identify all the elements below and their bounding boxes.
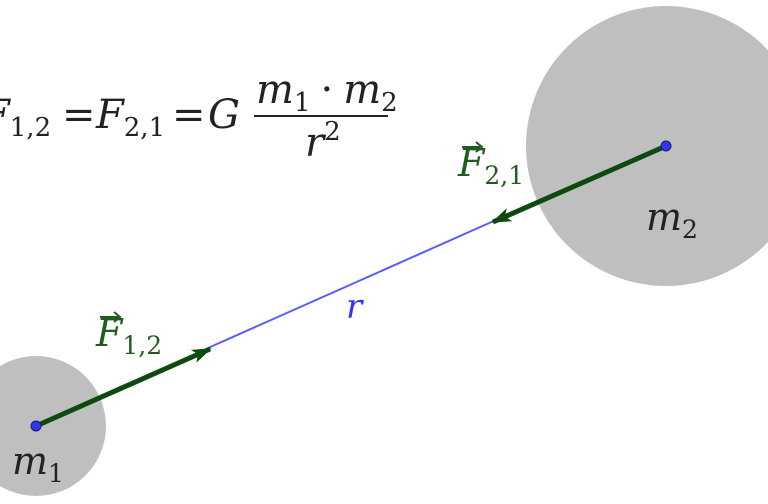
svg-text:F1,2: F1,2 [0, 92, 51, 143]
formula-numerator-m2-sub: 2 [381, 88, 398, 118]
svg-text:F2,1: F2,1 [95, 92, 165, 143]
formula-dot: · [320, 67, 333, 113]
gravitation-formula: F1,2 = F2,1 = G m1·m2 r2 [0, 67, 398, 166]
formula-numerator-m2: m [343, 67, 381, 113]
mass-label-1: m1 [12, 439, 64, 488]
mass-body-2 [526, 6, 768, 286]
mass-label-1-subscript: 1 [48, 459, 64, 488]
mass-center-point-1 [30, 420, 42, 432]
force-label-2-1: F2,1 [457, 141, 524, 190]
svg-text:m1·m2: m1·m2 [256, 67, 398, 118]
formula-numerator-m1: m [256, 67, 294, 113]
formula-equals-sign-2: = [172, 92, 206, 138]
formula-numerator-m1-sub: 1 [294, 88, 311, 118]
mass-label-1-symbol: m [12, 439, 48, 483]
force-label-1-2-subscript: 1,2 [122, 331, 162, 360]
force-label-1-2: F1,2 [95, 311, 162, 360]
distance-line [207, 219, 497, 349]
formula-lhs-subscript: 1,2 [10, 113, 51, 143]
mass-body-1 [0, 356, 106, 496]
force-vector-2-1 [491, 143, 668, 225]
force-label-2-1-subscript: 2,1 [484, 161, 524, 190]
formula-lhs-symbol: F [0, 92, 11, 138]
mass-center-point-2 [660, 140, 672, 152]
mass-label-2-subscript: 2 [682, 215, 698, 244]
formula-denominator-exponent: 2 [324, 117, 341, 147]
mass-label-2: m2 [646, 195, 698, 244]
force-vector-1-2 [34, 346, 212, 429]
mass-label-2-symbol: m [646, 195, 682, 239]
svg-text:F2,1: F2,1 [457, 141, 524, 190]
formula-mid-subscript: 2,1 [124, 113, 165, 143]
formula-equals-sign: = [62, 92, 96, 138]
distance-label: r [346, 287, 364, 327]
formula-denominator: r [305, 120, 327, 166]
formula-constant: G [208, 92, 240, 138]
svg-text:F1,2: F1,2 [95, 311, 162, 360]
svg-text:r2: r2 [305, 117, 341, 166]
formula-mid-symbol: F [95, 92, 125, 138]
